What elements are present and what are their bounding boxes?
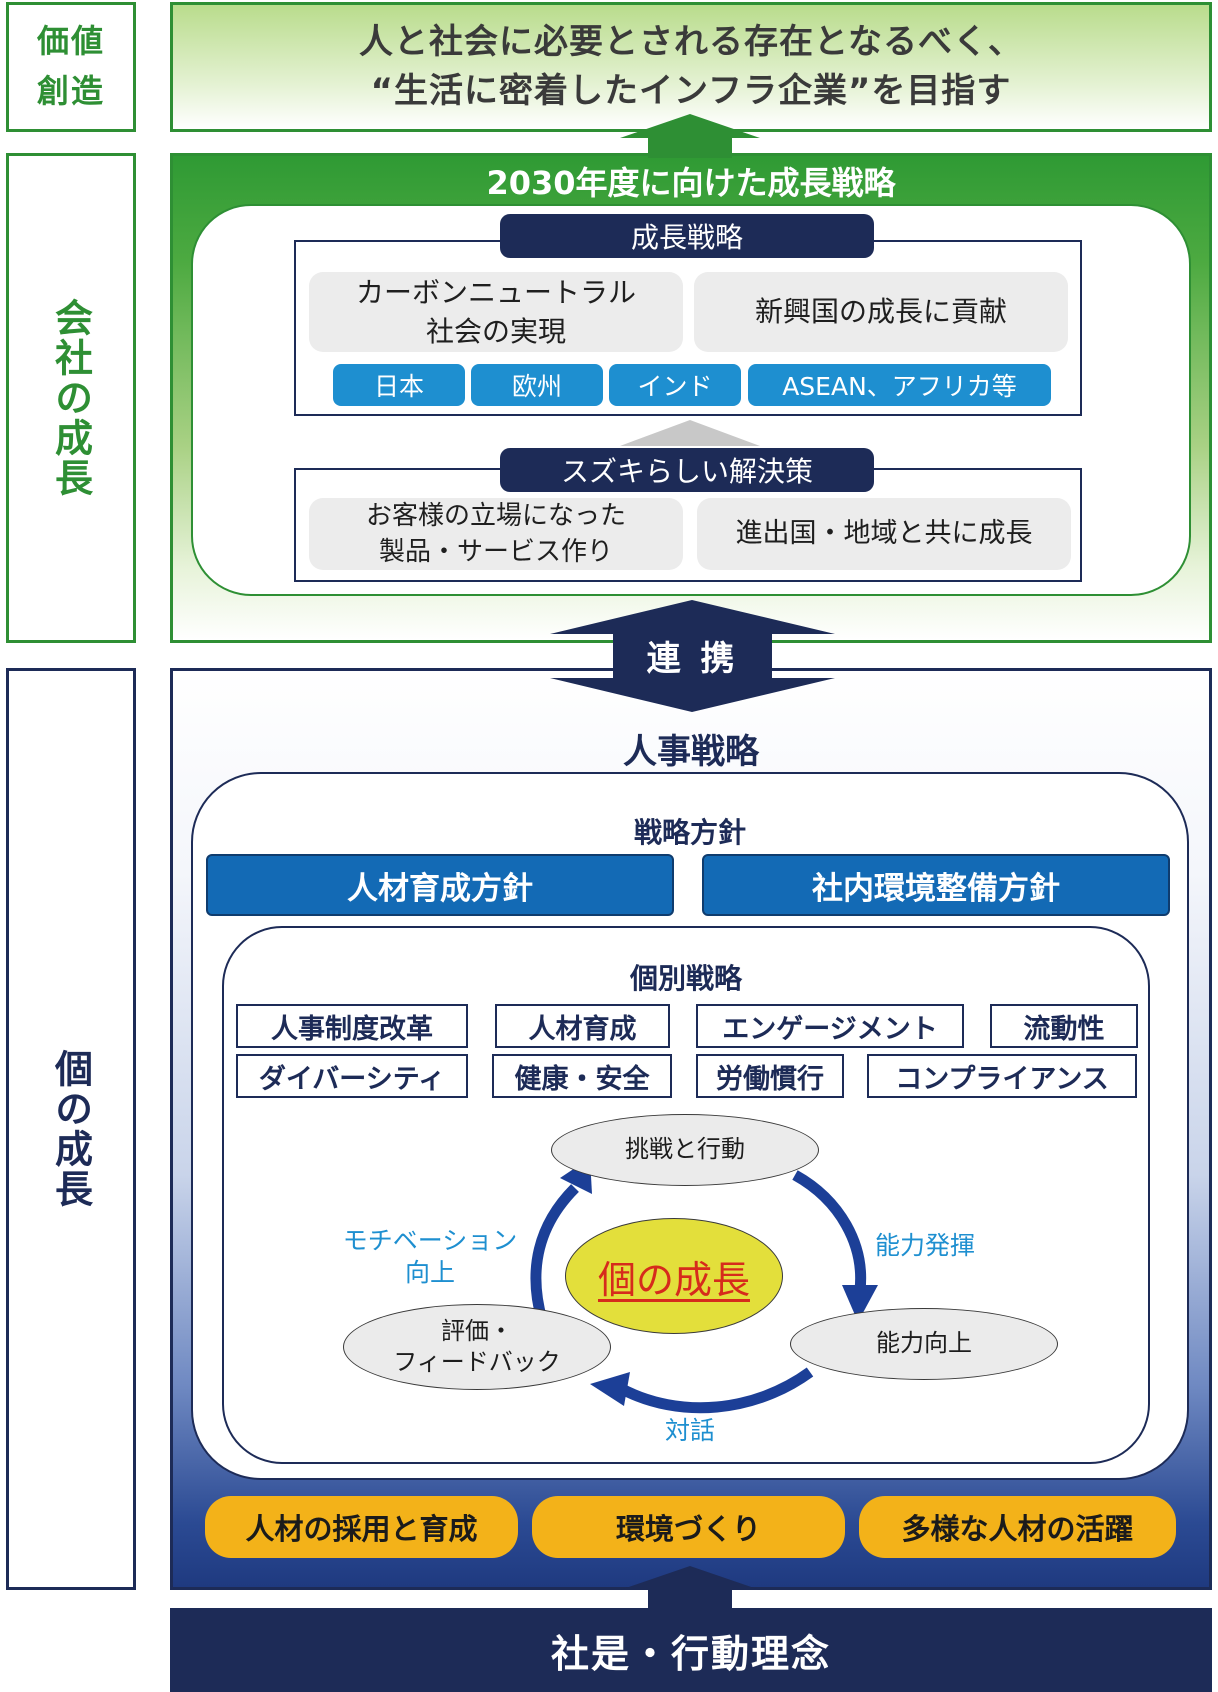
mission-box: 人と社会に必要とされる存在となるべく、 “生活に密着したインフラ企業”を目指す bbox=[170, 2, 1212, 132]
side-individual-growth: 個の成長 bbox=[6, 668, 136, 1590]
item-compliance: コンプライアンス bbox=[867, 1054, 1137, 1098]
cycle-label-dialogue: 対話 bbox=[664, 1416, 715, 1445]
cycle-evaluation-feedback: 評価・ フィードバック bbox=[343, 1304, 611, 1390]
side-company-growth-text: 会社の成長 bbox=[48, 298, 93, 498]
solution-grow-with-regions: 進出国・地域と共に成長 bbox=[697, 498, 1071, 570]
item-labor-practices: 労働慣行 bbox=[696, 1054, 844, 1098]
policy-label: 戦略方針 bbox=[633, 816, 746, 849]
pillar-recruitment-development: 人材の採用と育成 bbox=[205, 1496, 518, 1558]
policy-talent-development: 人材育成方針 bbox=[206, 854, 674, 916]
solutions-label: スズキらしい解決策 bbox=[500, 448, 874, 492]
region-asean-africa: ASEAN、アフリカ等 bbox=[748, 364, 1051, 406]
link-double-arrow bbox=[550, 600, 835, 712]
mission-line1: 人と社会に必要とされる存在となるべく、 bbox=[359, 21, 1023, 62]
strategy-label: 成長戦略 bbox=[500, 214, 874, 258]
link-label: 連 携 bbox=[646, 638, 739, 679]
growth-cycle-arrows bbox=[530, 1158, 878, 1414]
item-hr-system-reform: 人事制度改革 bbox=[236, 1004, 468, 1048]
hr-strategy-title: 人事戦略 bbox=[623, 731, 759, 772]
item-talent-development: 人材育成 bbox=[495, 1004, 670, 1048]
strategy-item-carbon-neutral: カーボンニュートラル 社会の実現 bbox=[309, 272, 683, 352]
foundation-text: 社是・行動理念 bbox=[550, 1631, 831, 1676]
cycle-center-text: 個の成長 bbox=[597, 1257, 750, 1302]
growth-strategy-title: 2030年度に向けた成長戦略 bbox=[486, 164, 896, 202]
region-india: インド bbox=[609, 364, 741, 406]
up-arrow-solutions-to-strategy bbox=[620, 420, 760, 446]
pillar-diverse-talent: 多様な人材の活躍 bbox=[859, 1496, 1176, 1558]
item-health-safety: 健康・安全 bbox=[492, 1054, 672, 1098]
solution-customer-perspective: お客様の立場になった 製品・サービス作り bbox=[309, 498, 683, 570]
item-mobility: 流動性 bbox=[990, 1004, 1138, 1048]
mission-line2: “生活に密着したインフラ企業”を目指す bbox=[370, 71, 1012, 111]
cycle-capability-improvement: 能力向上 bbox=[790, 1308, 1058, 1380]
region-japan: 日本 bbox=[333, 364, 465, 406]
individual-strategy-label: 個別戦略 bbox=[629, 962, 742, 995]
cycle-label-motivation: モチベーション 向上 bbox=[342, 1225, 518, 1288]
cycle-label-capability-demonstration: 能力発揮 bbox=[874, 1231, 975, 1260]
item-diversity: ダイバーシティ bbox=[236, 1054, 468, 1098]
side-value-creation-text: 価値創造 bbox=[36, 22, 105, 110]
side-company-growth: 会社の成長 bbox=[6, 153, 136, 643]
region-europe: 欧州 bbox=[471, 364, 603, 406]
side-value-creation: 価値創造 bbox=[6, 2, 136, 132]
cycle-center-individual-growth: 個の成長 bbox=[565, 1218, 783, 1334]
foundation-bar: 社是・行動理念 bbox=[170, 1608, 1212, 1692]
policy-workplace-environment: 社内環境整備方針 bbox=[702, 854, 1170, 916]
strategy-item-emerging-markets: 新興国の成長に貢献 bbox=[694, 272, 1068, 352]
up-arrow-foundation-to-hr bbox=[620, 1566, 760, 1610]
cycle-challenge-action: 挑戦と行動 bbox=[551, 1114, 819, 1186]
item-engagement: エンゲージメント bbox=[696, 1004, 964, 1048]
up-arrow-growth-to-mission bbox=[620, 114, 760, 158]
side-individual-growth-text: 個の成長 bbox=[48, 1049, 93, 1209]
pillar-environment-building: 環境づくり bbox=[532, 1496, 845, 1558]
